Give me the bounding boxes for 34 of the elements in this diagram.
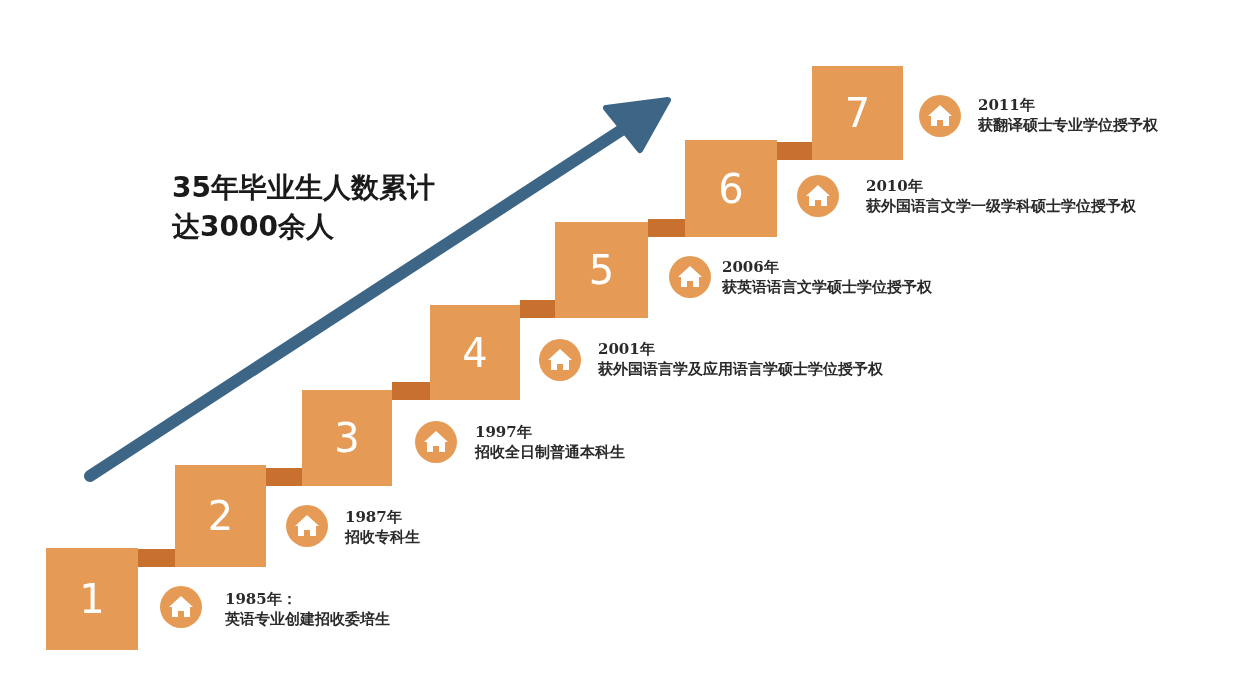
step-connector <box>138 549 175 567</box>
milestone-text: 获外国语言文学一级学科硕士学位授予权 <box>866 197 1136 215</box>
step-number: 7 <box>844 93 871 133</box>
step-number: 6 <box>718 168 744 209</box>
step-number: 3 <box>334 418 360 458</box>
step-box <box>302 390 392 486</box>
year-label: 1985年： <box>225 590 297 608</box>
year-label: 2006年 <box>722 258 779 276</box>
year-label: 2001年 <box>598 340 655 358</box>
step-connector <box>648 219 685 237</box>
step-number: 5 <box>588 250 615 290</box>
title: 35年毕业生人数累计达3000余人 <box>172 170 436 246</box>
step-number: 4 <box>462 332 488 373</box>
year-label: 2010年 <box>866 177 923 195</box>
milestone-text: 获翻译硕士专业学位授予权 <box>978 116 1158 134</box>
step-box <box>555 222 648 318</box>
year-label: 1997年 <box>475 423 532 441</box>
year-label: 1987年 <box>345 508 402 526</box>
milestone-text: 英语专业创建招收委培生 <box>225 610 390 628</box>
step-box <box>46 548 138 650</box>
milestone-text: 招收专科生 <box>345 528 420 546</box>
step-connector <box>392 382 430 400</box>
step-box <box>685 140 777 237</box>
step-connector <box>266 468 302 486</box>
step-box <box>812 66 903 160</box>
step-box <box>430 305 520 400</box>
step-number: 1 <box>79 579 105 619</box>
year-label: 2011年 <box>978 96 1035 114</box>
step-box <box>175 465 266 567</box>
step-number: 2 <box>207 496 234 536</box>
milestone-text: 招收全日制普通本科生 <box>475 443 625 461</box>
milestone-text: 获外国语言学及应用语言学硕士学位授予权 <box>598 360 883 378</box>
step-connector <box>520 300 555 318</box>
milestone-text: 获英语语言文学硕士学位授予权 <box>722 278 932 296</box>
